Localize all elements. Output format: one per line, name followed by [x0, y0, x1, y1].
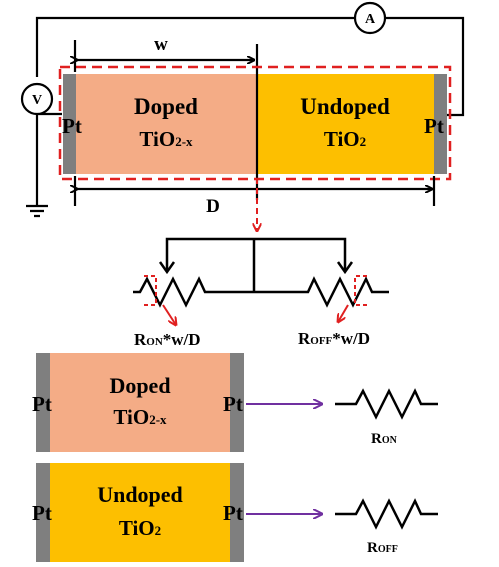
undoped-cell-region	[36, 463, 244, 562]
undoped-cell-left-label: Pt	[32, 501, 52, 525]
doped-cell-title: Doped	[109, 373, 170, 398]
doped-cell-formula: TiO2-x	[113, 405, 167, 429]
top-doped-formula: TiO2-x	[139, 127, 193, 151]
doped-cell-left-label: Pt	[32, 392, 52, 416]
ron-label: RON*w/D	[134, 330, 201, 349]
top-doped-title: Doped	[134, 94, 198, 119]
ammeter-icon: A	[353, 1, 387, 35]
undoped-cell-left-electrode	[36, 463, 50, 562]
roff-label: ROFF*w/D	[298, 329, 370, 348]
doped-cell-right-electrode	[230, 353, 244, 452]
doped-cell-left-electrode	[36, 353, 50, 452]
width-label: w	[154, 34, 168, 55]
undoped-cell-right-label: Pt	[223, 501, 243, 525]
top-right-electrode-label: Pt	[424, 114, 444, 138]
undoped-cell-right-electrode	[230, 463, 244, 562]
doped-cell-resistor-label: RON	[371, 431, 398, 447]
roff-resistor-icon	[335, 498, 438, 530]
ron-resistor-icon	[335, 388, 438, 420]
top-left-electrode-label: Pt	[62, 114, 82, 138]
top-right-electrode	[434, 74, 447, 174]
top-undoped-region	[257, 74, 435, 174]
undoped-cell-resistor-label: ROFF	[367, 540, 398, 556]
length-label: D	[206, 196, 220, 217]
voltmeter-icon: V	[20, 82, 54, 116]
svg-text:V: V	[32, 93, 42, 108]
top-undoped-formula: TiO2	[324, 127, 366, 151]
doped-cell-right-label: Pt	[223, 392, 243, 416]
top-left-electrode	[63, 74, 76, 174]
doped-cell-region	[36, 353, 244, 452]
svg-text:A: A	[365, 12, 376, 27]
top-doped-region	[75, 74, 257, 174]
red-pointer-arrows	[162, 304, 349, 325]
top-undoped-title: Undoped	[300, 94, 390, 119]
undoped-cell-formula: TiO2	[119, 516, 161, 540]
equivalent-circuit	[133, 237, 389, 308]
top-circuit-wires	[26, 16, 465, 218]
top-dashed-box	[58, 65, 452, 181]
undoped-cell-title: Undoped	[97, 482, 183, 507]
